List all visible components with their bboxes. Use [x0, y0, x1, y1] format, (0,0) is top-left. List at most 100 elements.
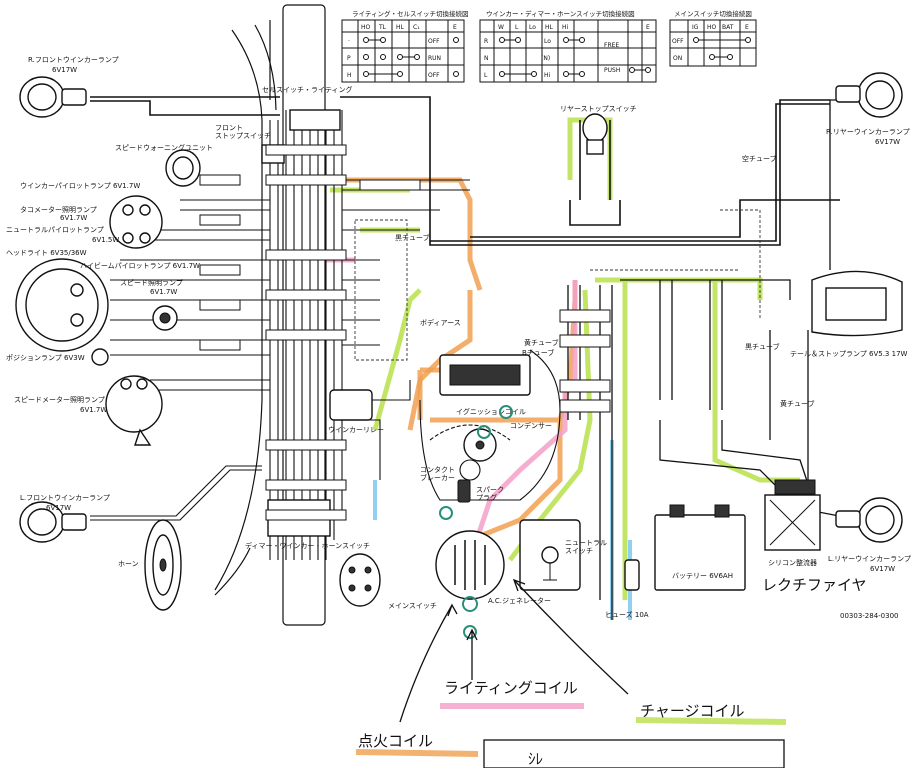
- svg-text:HO: HO: [361, 24, 371, 31]
- spark-plug: スパークプラグ: [457, 479, 504, 503]
- svg-text:C₁: C₁: [413, 24, 420, 31]
- svg-text:6V1.7W: 6V1.7W: [80, 406, 107, 414]
- rectifier-note: レクチファイヤ: [762, 576, 867, 594]
- svg-text:スピードウォーニングユニット: スピードウォーニングユニット: [115, 143, 213, 152]
- connectors: [199, 144, 611, 521]
- svg-text:L: L: [515, 24, 519, 31]
- charge-coil-note: チャージコイル: [640, 702, 745, 720]
- svg-text:シリコン整流器: シリコン整流器: [768, 558, 817, 567]
- svg-text:ディマー・ウインカー・ホーンスイッチ: ディマー・ウインカー・ホーンスイッチ: [245, 541, 370, 550]
- svg-text:黒チューブ: 黒チューブ: [745, 342, 780, 351]
- svg-text:ニュートラルパイロットランプ: ニュートラルパイロットランプ: [6, 226, 104, 234]
- engine-outline: [419, 349, 561, 501]
- svg-text:·: ·: [348, 38, 350, 45]
- l-rear-winker-lamp: L.リヤーウインカーランプ 6V17W: [828, 497, 911, 573]
- svg-text:ウインカーリレー: ウインカーリレー: [328, 426, 384, 434]
- winker-switch-table: ウインカー・ディマー・ホーンスイッチ切換接続図 W L Lo HL Hi E R…: [479, 9, 657, 83]
- svg-text:6V17W: 6V17W: [875, 138, 900, 146]
- svg-text:R: R: [484, 38, 488, 45]
- position-lamp: ポジションランプ 6V3W: [6, 348, 109, 366]
- teal-markers: [439, 405, 513, 639]
- svg-text:6V17W: 6V17W: [52, 66, 77, 74]
- svg-text:ヒューズ 10A: ヒューズ 10A: [605, 610, 649, 619]
- svg-text:PUSH: PUSH: [604, 67, 620, 74]
- svg-text:E: E: [646, 24, 650, 31]
- svg-text:Lo: Lo: [544, 38, 551, 45]
- svg-text:R.フロントウインカーランプ: R.フロントウインカーランプ: [28, 56, 119, 64]
- svg-text:FREE: FREE: [604, 42, 619, 49]
- svg-text:HL: HL: [396, 24, 405, 31]
- contact-breaker: コンタクトブレーカー: [420, 428, 497, 482]
- svg-text:黄チューブ: 黄チューブ: [780, 399, 815, 408]
- svg-text:Bチューブ: Bチューブ: [522, 348, 554, 357]
- svg-text:HO: HO: [707, 24, 717, 31]
- svg-text:タコメーター照明ランプ: タコメーター照明ランプ: [20, 205, 97, 214]
- svg-text:黒チューブ: 黒チューブ: [395, 233, 430, 242]
- ignition-coil-note: 点火コイル: [358, 732, 433, 750]
- rear-stop-switch: リヤーストップスイッチ: [560, 105, 637, 155]
- svg-text:ヘッドライト 6V35/36W: ヘッドライト 6V35/36W: [6, 249, 87, 257]
- svg-text:BAT: BAT: [722, 24, 734, 31]
- main-switch: メインスイッチ: [339, 553, 437, 610]
- svg-text:OFF: OFF: [428, 72, 440, 79]
- svg-text:OFF: OFF: [428, 38, 440, 45]
- svg-text:コンデンサー: コンデンサー: [510, 421, 552, 430]
- svg-text:フロントストップスイッチ: フロントストップスイッチ: [215, 124, 271, 140]
- svg-text:ON: ON: [673, 55, 682, 62]
- table-title: メインスイッチ切換接続図: [674, 9, 752, 18]
- battery: バッテリー 6V6AH: [654, 504, 746, 591]
- svg-text:R.リヤーウインカーランプ: R.リヤーウインカーランプ: [826, 128, 910, 136]
- svg-text:コンタクトブレーカー: コンタクトブレーカー: [420, 465, 455, 482]
- r-front-winker-lamp: R.フロントウインカーランプ 6V17W: [19, 56, 119, 118]
- dimmer-winker-horn-switch: ディマー・ウインカー・ホーンスイッチ: [245, 499, 370, 550]
- svg-text:テール＆ストップランプ 6V5.3 17W: テール＆ストップランプ 6V5.3 17W: [790, 350, 908, 358]
- svg-text:メインスイッチ: メインスイッチ: [388, 602, 437, 610]
- svg-text:スパークプラグ: スパークプラグ: [476, 486, 504, 502]
- box-note: ｼﾚ: [528, 750, 543, 768]
- svg-text:スピードメーター照明ランプ: スピードメーター照明ランプ: [14, 395, 105, 404]
- svg-text:H: H: [347, 72, 352, 79]
- svg-text:TL: TL: [378, 24, 387, 31]
- svg-text:RUN: RUN: [428, 55, 441, 62]
- svg-text:N: N: [484, 55, 489, 62]
- svg-text:リヤーストップスイッチ: リヤーストップスイッチ: [560, 105, 637, 113]
- lighting-coil-note: ライティングコイル: [444, 679, 578, 697]
- svg-text:OFF: OFF: [672, 38, 684, 45]
- svg-text:ボディアース: ボディアース: [420, 318, 461, 327]
- svg-text:ハイビームパイロットランプ 6V1.7W: ハイビームパイロットランプ 6V1.7W: [80, 261, 200, 270]
- speed-warning-unit: スピードウォーニングユニット: [115, 143, 213, 187]
- svg-text:HL: HL: [545, 24, 554, 31]
- lighting-switch-table: ライティング・セルスイッチ切換接続図 HO TL HL C₁ E · P H O…: [341, 9, 468, 83]
- svg-text:W: W: [498, 24, 504, 31]
- tail-stop-lamp: テール＆ストップランプ 6V5.3 17W 空チューブ 黒チューブ 黄チューブ: [742, 154, 908, 408]
- silicon-rectifier: シリコン整流器: [764, 479, 821, 567]
- svg-text:IG: IG: [692, 24, 699, 31]
- svg-text:Lo: Lo: [529, 24, 536, 31]
- table-title: ウインカー・ディマー・ホーンスイッチ切換接続図: [486, 9, 635, 18]
- svg-text:(N): (N): [541, 55, 550, 62]
- svg-text:Hi: Hi: [562, 24, 569, 31]
- ac-generator: A.C.ジェネレーター: [435, 530, 551, 612]
- svg-text:L.リヤーウインカーランプ: L.リヤーウインカーランプ: [828, 555, 911, 563]
- svg-text:黄チューブ: 黄チューブ: [524, 338, 559, 347]
- svg-text:A.C.ジェネレーター: A.C.ジェネレーター: [488, 596, 551, 605]
- speed-lamp: ハイビームパイロットランプ 6V1.7W スピード照明ランプ 6V1.7W: [80, 261, 200, 331]
- svg-text:E: E: [453, 24, 457, 31]
- svg-text:ホーン: ホーン: [118, 560, 139, 568]
- svg-text:E: E: [745, 24, 749, 31]
- headlight: ヘッドライト 6V35/36W: [6, 249, 109, 352]
- svg-text:ウインカーパイロットランプ 6V1.7W: ウインカーパイロットランプ 6V1.7W: [20, 182, 140, 190]
- speedometer: スピードメーター照明ランプ 6V1.7W: [14, 375, 163, 446]
- svg-text:P: P: [347, 55, 351, 62]
- tachometer: ウインカーパイロットランプ 6V1.7W タコメーター照明ランプ 6V1.7W …: [6, 182, 163, 249]
- main-switch-table: メインスイッチ切換接続図 IG HO BAT E OFF ON: [669, 9, 757, 67]
- svg-text:イグニッションコイル: イグニッションコイル: [456, 407, 526, 416]
- horn: ホーン: [118, 519, 182, 611]
- fuse: ヒューズ 10A: [605, 559, 649, 619]
- svg-text:バッテリー 6V6AH: バッテリー 6V6AH: [672, 572, 733, 580]
- svg-text:6V17W: 6V17W: [870, 565, 895, 573]
- neutral-switch: ニュートラルスイッチ: [519, 519, 607, 591]
- handwritten-annotations: レクチファイヤ ライティングコイル チャージコイル 点火コイル ｼﾚ: [355, 576, 867, 768]
- r-rear-winker-lamp: R.リヤーウインカーランプ 6V17W: [826, 72, 910, 146]
